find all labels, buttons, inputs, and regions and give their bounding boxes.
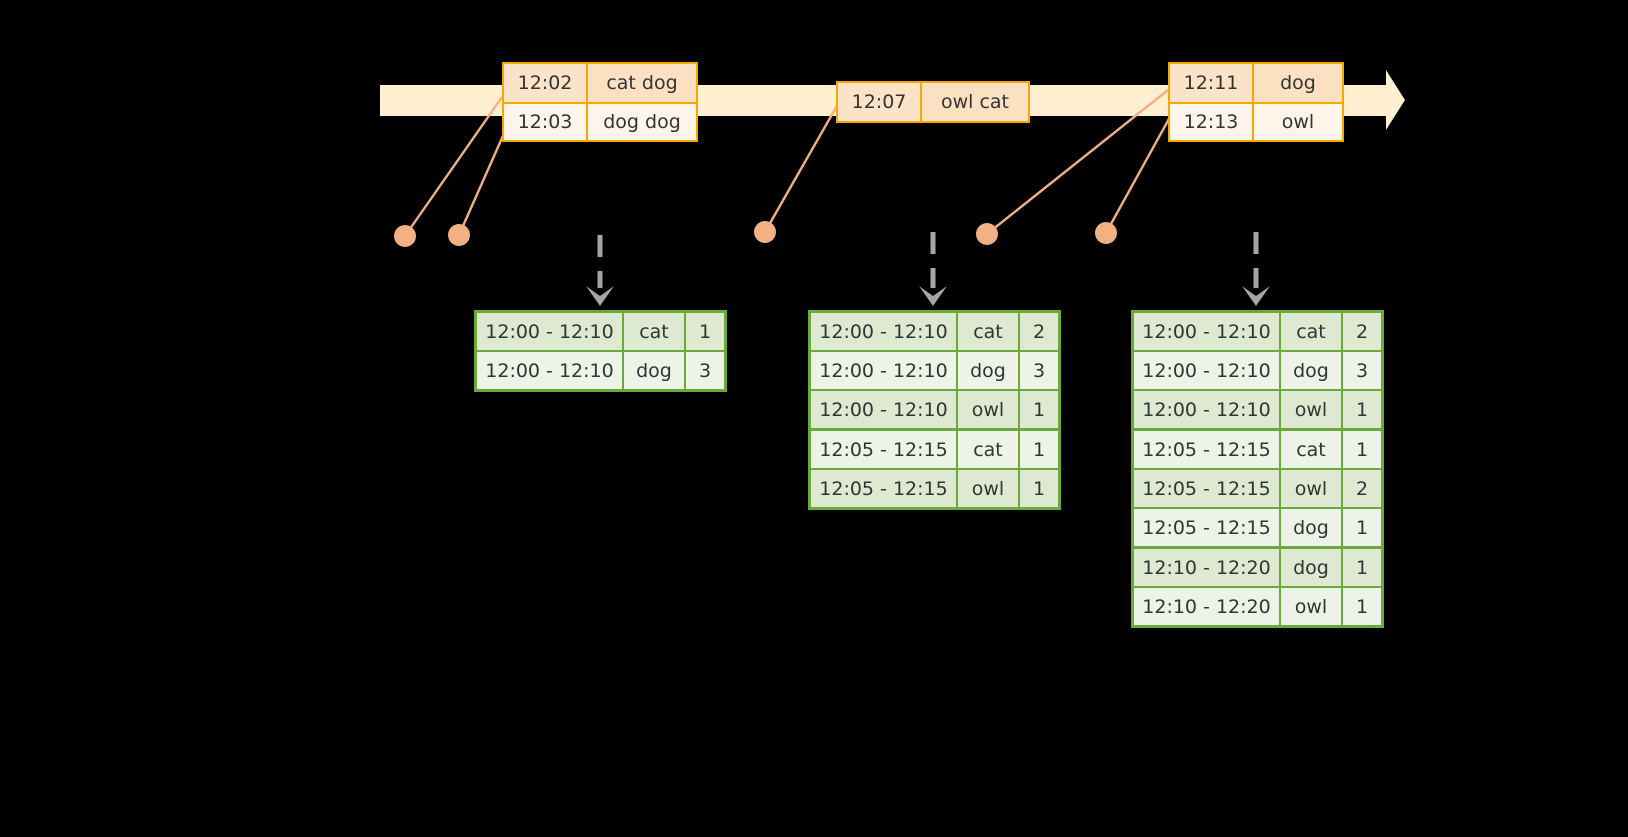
word-cell: cat — [958, 313, 1018, 350]
emit-arrow-3-head-icon — [1242, 286, 1270, 306]
event-time-cell: 12:07 — [838, 83, 922, 121]
count-cell: 1 — [1343, 431, 1381, 468]
word-cell: cat — [1281, 431, 1341, 468]
word-cell: dog — [624, 352, 684, 389]
event-words-cell: owl cat — [922, 83, 1028, 121]
count-cell: 1 — [686, 313, 724, 350]
count-cell: 1 — [1343, 588, 1381, 625]
count-cell: 1 — [1020, 391, 1058, 428]
count-cell: 2 — [1343, 313, 1381, 350]
event-connector-line — [404, 96, 503, 237]
window-cell: 12:00 - 12:10 — [477, 352, 622, 389]
word-cell: dog — [1281, 509, 1341, 546]
word-cell: dog — [1281, 549, 1341, 586]
word-cell: cat — [958, 431, 1018, 468]
count-cell: 1 — [1020, 431, 1058, 468]
count-cell: 3 — [1020, 352, 1058, 389]
event-time-cell: 12:03 — [504, 104, 588, 140]
window-cell: 12:00 - 12:10 — [1134, 352, 1279, 389]
window-cell: 12:00 - 12:10 — [1134, 313, 1279, 350]
timeline-arrowhead-icon — [1368, 70, 1405, 130]
count-cell: 3 — [1343, 352, 1381, 389]
window-cell: 12:10 - 12:20 — [1134, 588, 1279, 625]
word-cell: dog — [958, 352, 1018, 389]
event-connector-line — [763, 103, 840, 233]
window-cell: 12:05 - 12:15 — [811, 431, 956, 468]
count-cell: 3 — [686, 352, 724, 389]
marker-1207-dot[interactable] — [754, 221, 776, 243]
word-cell: cat — [1281, 313, 1341, 350]
event-words-cell: dog — [1254, 64, 1342, 102]
word-cell: owl — [958, 391, 1018, 428]
count-cell: 1 — [1343, 549, 1381, 586]
window-cell: 12:05 - 12:15 — [811, 470, 956, 507]
window-cell: 12:10 - 12:20 — [1134, 549, 1279, 586]
marker-1203-dot[interactable] — [448, 224, 470, 246]
marker-1213-dot[interactable] — [1095, 222, 1117, 244]
emit-arrow-1-head-icon — [586, 286, 614, 306]
count-cell: 1 — [1020, 470, 1058, 507]
marker-1202-dot[interactable] — [394, 225, 416, 247]
window-cell: 12:00 - 12:10 — [811, 352, 956, 389]
window-cell: 12:05 - 12:15 — [1134, 431, 1279, 468]
word-cell: owl — [1281, 391, 1341, 428]
event-words-cell: owl — [1254, 104, 1342, 140]
window-cell: 12:05 - 12:15 — [1134, 509, 1279, 546]
count-cell: 2 — [1020, 313, 1058, 350]
emit-arrow-2-head-icon — [919, 286, 947, 306]
word-cell: owl — [1281, 588, 1341, 625]
event-time-cell: 12:02 — [504, 64, 588, 102]
window-cell: 12:00 - 12:10 — [811, 313, 956, 350]
event-words-cell: cat dog — [588, 64, 696, 102]
count-cell: 1 — [1343, 391, 1381, 428]
window-cell: 12:00 - 12:10 — [477, 313, 622, 350]
word-cell: owl — [958, 470, 1018, 507]
count-cell: 1 — [1343, 509, 1381, 546]
window-cell: 12:05 - 12:15 — [1134, 470, 1279, 507]
marker-1211-dot[interactable] — [976, 223, 998, 245]
window-cell: 12:00 - 12:10 — [1134, 391, 1279, 428]
event-words-cell: dog dog — [588, 104, 696, 140]
window-cell: 12:00 - 12:10 — [811, 391, 956, 428]
event-time-cell: 12:13 — [1170, 104, 1254, 140]
word-cell: dog — [1281, 352, 1341, 389]
word-cell: owl — [1281, 470, 1341, 507]
event-time-cell: 12:11 — [1170, 64, 1254, 102]
count-cell: 2 — [1343, 470, 1381, 507]
word-cell: cat — [624, 313, 684, 350]
event-connector-line — [1104, 116, 1172, 234]
